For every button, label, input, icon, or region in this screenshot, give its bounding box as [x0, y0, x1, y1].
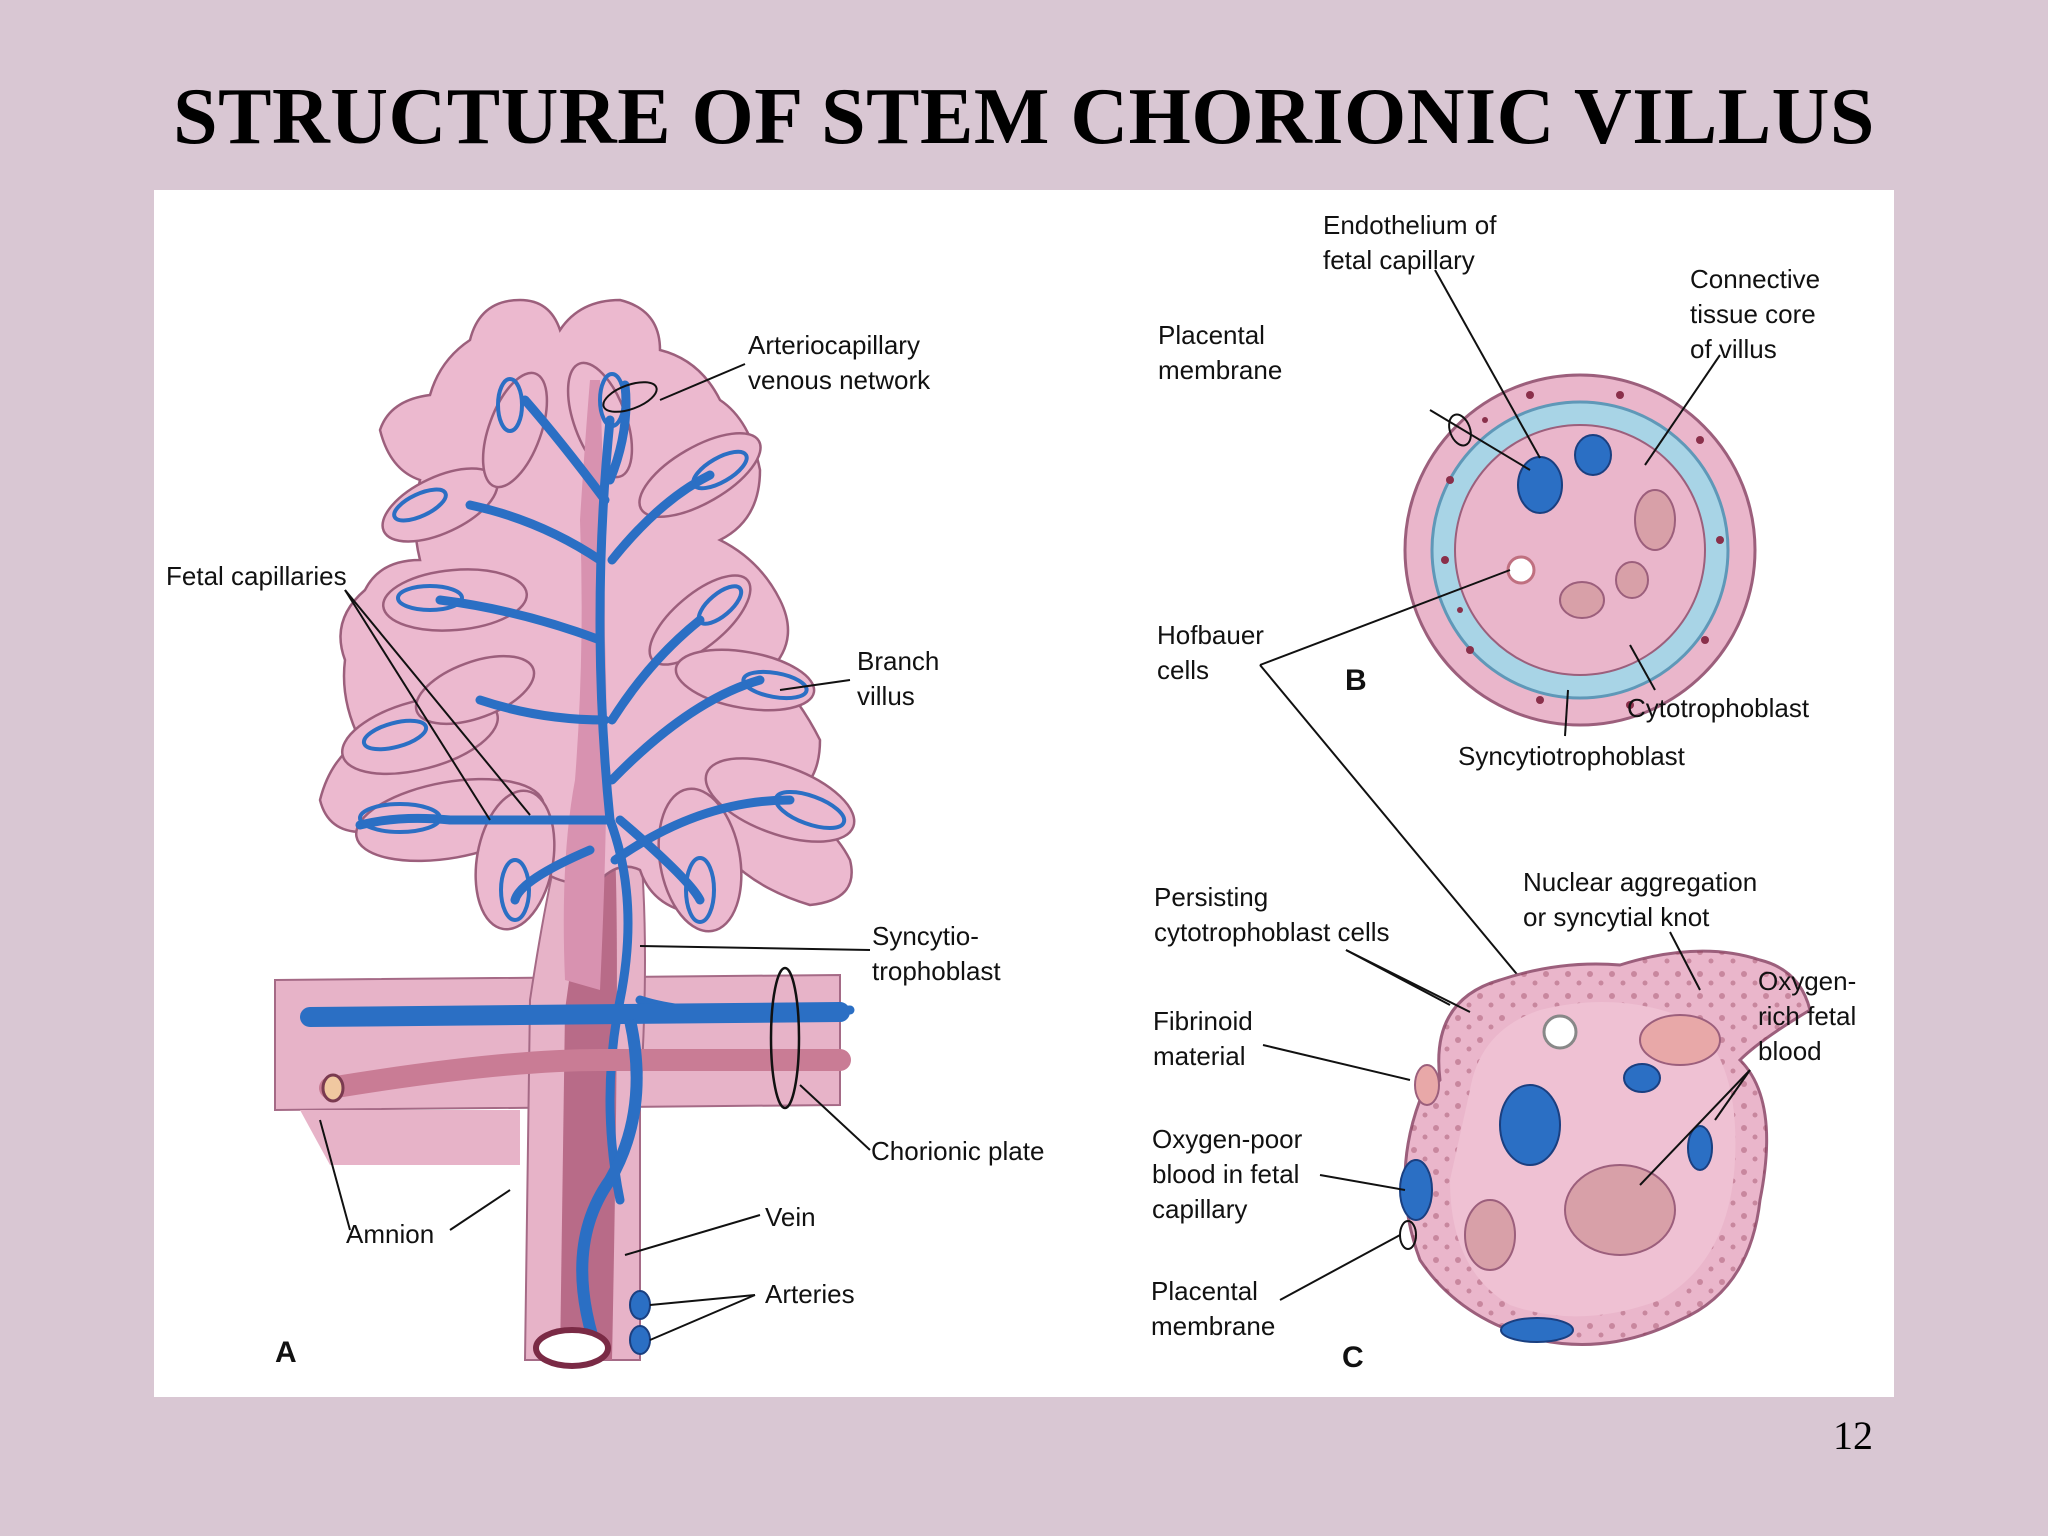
label-connective-1: Connective [1690, 264, 1820, 294]
label-hofbauer-2: cells [1157, 655, 1209, 685]
label-syncytiotrophoblast: Syncytiotrophoblast [1458, 741, 1686, 771]
panel-c-labels: Persisting cytotrophoblast cells Nuclear… [1151, 867, 1856, 1341]
label-chorionic-plate: Chorionic plate [871, 1136, 1044, 1166]
panel-c-cross-section: C [1262, 931, 1812, 1374]
label-oxygen-rich-3: blood [1758, 1036, 1822, 1066]
slide-page-number: 12 [1833, 1413, 1873, 1458]
label-endothelium-1: Endothelium of [1323, 210, 1497, 240]
panel-c-letter: C [1342, 1341, 1364, 1374]
panel-b-labels: Endothelium of fetal capillary Connectiv… [1157, 210, 1820, 771]
panel-b-letter: B [1345, 664, 1367, 697]
label-endothelium-2: fetal capillary [1323, 245, 1475, 275]
label-fibrinoid-2: material [1153, 1041, 1245, 1071]
label-fibrinoid-1: Fibrinoid [1153, 1006, 1253, 1036]
label-arteriocapillary-2: venous network [748, 365, 931, 395]
panel-a-letter: A [275, 1336, 297, 1369]
label-syncytio-2: trophoblast [872, 956, 1001, 986]
label-connective-2: tissue core [1690, 299, 1816, 329]
label-oxygen-poor-2: blood in fetal [1152, 1159, 1299, 1189]
label-arteriocapillary-1: Arteriocapillary [748, 330, 920, 360]
label-oxygen-rich-1: Oxygen- [1758, 966, 1856, 996]
label-syncytio-1: Syncytio- [872, 921, 979, 951]
label-cytotrophoblast: Cytotrophoblast [1627, 693, 1810, 723]
panel-a-illustration [274, 298, 871, 1369]
label-placental-membrane-c-2: membrane [1151, 1311, 1275, 1341]
label-nuclear-2: or syncytial knot [1523, 902, 1710, 932]
panel-b-cross-section: B [1259, 269, 1757, 991]
label-amnion: Amnion [346, 1219, 434, 1249]
label-persisting-1: Persisting [1154, 882, 1268, 912]
label-vein: Vein [765, 1202, 816, 1232]
label-placental-membrane-b-2: membrane [1158, 355, 1282, 385]
label-oxygen-poor-3: capillary [1152, 1194, 1247, 1224]
label-arteries: Arteries [765, 1279, 855, 1309]
label-branch-villus-2: villus [857, 681, 915, 711]
label-hofbauer-1: Hofbauer [1157, 620, 1264, 650]
label-fetal-capillaries: Fetal capillaries [166, 561, 347, 591]
label-connective-3: of villus [1690, 334, 1777, 364]
label-nuclear-1: Nuclear aggregation [1523, 867, 1757, 897]
label-persisting-2: cytotrophoblast cells [1154, 917, 1390, 947]
label-oxygen-rich-2: rich fetal [1758, 1001, 1856, 1031]
label-placental-membrane-c-1: Placental [1151, 1276, 1258, 1306]
panel-a-labels: Fetal capillaries Arteriocapillary venou… [166, 330, 1044, 1369]
label-placental-membrane-b-1: Placental [1158, 320, 1265, 350]
label-oxygen-poor-1: Oxygen-poor [1152, 1124, 1303, 1154]
slide-title: STRUCTURE OF STEM CHORIONIC VILLUS [173, 73, 1875, 161]
label-branch-villus-1: Branch [857, 646, 939, 676]
